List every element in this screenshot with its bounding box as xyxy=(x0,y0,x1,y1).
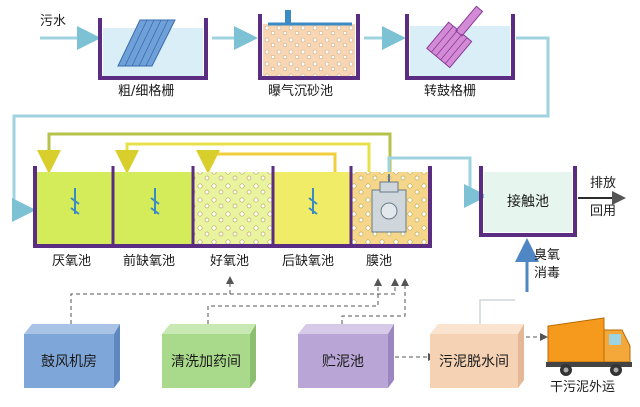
cleaning-link xyxy=(207,284,379,324)
membrane-tank-label: 膜池 xyxy=(366,254,393,269)
discharge-label: 排放 xyxy=(590,176,617,191)
contact-tank-label: 接触池 xyxy=(507,194,549,210)
aerobic-tank-label: 好氧池 xyxy=(210,254,250,269)
post-anoxic-tank-label: 后缺氧池 xyxy=(282,254,335,269)
contact-tank xyxy=(479,166,577,237)
grit-chamber xyxy=(258,10,360,80)
grit-chamber-label: 曝气沉砂池 xyxy=(268,84,334,99)
facility-shapes xyxy=(24,324,524,388)
effluent-line xyxy=(387,156,488,208)
sewage-label: 污水 xyxy=(40,14,67,29)
blower-link xyxy=(70,284,396,324)
ozone-label: 臭氧 xyxy=(534,248,561,263)
dewater-return-line xyxy=(479,299,515,325)
truck-icon xyxy=(546,317,632,376)
pretreatment-connector xyxy=(12,36,550,222)
tank-row xyxy=(33,166,432,248)
recycle-line-outer xyxy=(37,132,392,174)
disinfection-label: 消毒 xyxy=(534,266,561,281)
recycle-line-inner xyxy=(196,150,337,174)
drum-screen-label: 转鼓格栅 xyxy=(424,84,477,99)
pre-anoxic-tank-label: 前缺氧池 xyxy=(123,254,176,269)
drum-screen xyxy=(405,5,515,80)
blower-room-label: 鼓风机房 xyxy=(41,354,97,370)
anaerobic-tank-label: 厌氧池 xyxy=(52,254,92,269)
screen-tank xyxy=(98,18,208,80)
dry-sludge-export-label: 干污泥外运 xyxy=(550,380,616,395)
cleaning-dosing-room-label: 清洗加药间 xyxy=(171,354,241,370)
sludge-link xyxy=(341,284,406,324)
sludge-storage-tank-label: 贮泥池 xyxy=(322,354,364,370)
sludge-dewatering-room-label: 污泥脱水间 xyxy=(439,354,509,370)
reuse-label: 回用 xyxy=(590,204,617,219)
screen-label: 粗/细格栅 xyxy=(118,84,175,99)
recycle-line-mid xyxy=(115,142,371,174)
